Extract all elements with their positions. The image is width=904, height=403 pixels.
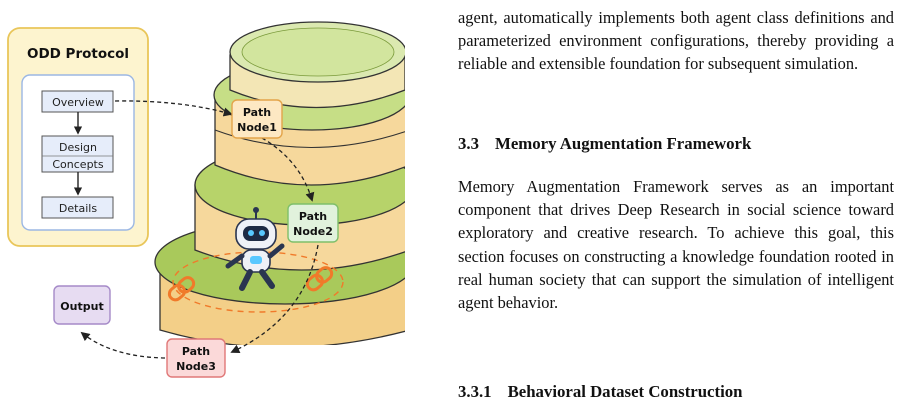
path-node2-line2: Node2 [293, 225, 333, 238]
path-node2-line1: Path [299, 210, 327, 223]
connector-node1-node2 [261, 137, 315, 202]
connector-node2-node3 [230, 244, 319, 354]
odd-title: ODD Protocol [27, 46, 129, 62]
path-node3-line2: Node3 [176, 360, 216, 373]
paragraph-intro: agent, automatically implements both age… [458, 8, 894, 74]
path-node1-line1: Path [243, 106, 271, 119]
output-box: Output [53, 285, 111, 325]
step-design-concepts-box [41, 135, 114, 173]
paragraph-memory: Memory Augmentation Framework serves as … [458, 177, 894, 313]
step-design-label: Design [59, 141, 97, 154]
step-overview-label: Overview [52, 96, 104, 109]
robot-agent-icon [225, 207, 285, 291]
subsection-heading: 3.3.1 Behavioral Dataset Construction [458, 380, 742, 403]
output-label: Output [60, 300, 103, 313]
path-node1-line2: Node1 [237, 121, 277, 134]
step-details-box [41, 196, 114, 219]
path-node3: Path Node3 [166, 338, 226, 378]
layered-terrain-illustration [150, 0, 405, 345]
step-details-label: Details [59, 202, 97, 215]
section-number: 3.3 [458, 134, 479, 153]
chain-link-icon [167, 276, 196, 302]
section-heading: 3.3 Memory Augmentation Framework [458, 132, 751, 155]
connector-overview-node1 [114, 100, 233, 117]
odd-protocol-panel: ODD Protocol Overview Design Concepts De… [7, 27, 149, 247]
subsection-title: Behavioral Dataset Construction [507, 382, 743, 401]
subsection-number: 3.3.1 [458, 382, 492, 401]
section-title: Memory Augmentation Framework [494, 134, 752, 153]
figure-odd-protocol-path-nodes: ODD Protocol Overview Design Concepts De… [7, 0, 405, 378]
path-node1: Path Node1 [231, 99, 283, 139]
chain-link-icon [305, 266, 334, 292]
step-concepts-label: Concepts [52, 158, 103, 171]
path-node2: Path Node2 [287, 203, 339, 243]
path-node3-line1: Path [182, 345, 210, 358]
connector-node3-output [80, 331, 166, 359]
